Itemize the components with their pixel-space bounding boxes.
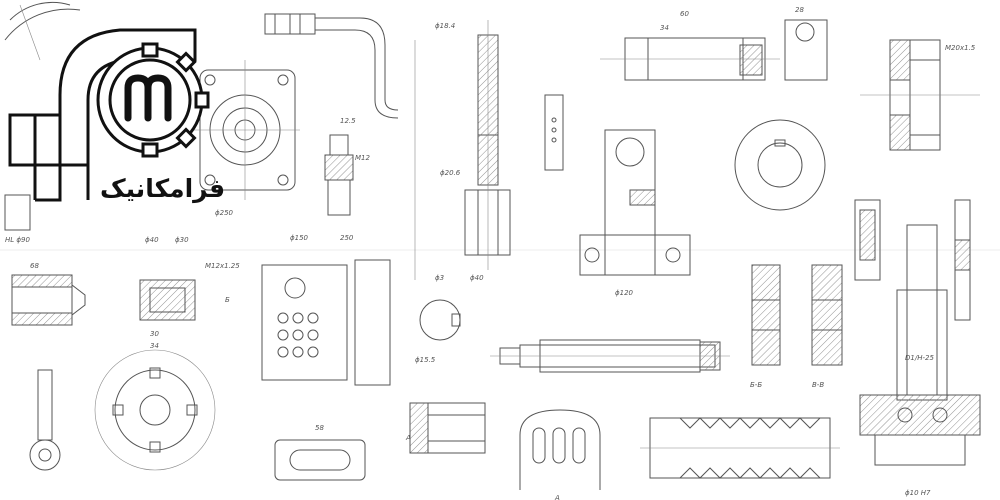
svg-text:34: 34 [150,342,159,350]
svg-text:ϕ150: ϕ150 [290,234,309,242]
small-shaft-right-drawing [854,199,971,321]
bushing-drawing: HL ϕ90 ϕ40 ϕ30 [4,194,189,244]
bracket-drawing: 28 [784,6,828,81]
gear-arc-drawing [4,1,81,61]
svg-text:ϕ18.4: ϕ18.4 [435,22,455,30]
vertical-assembly-drawing: D1/H-25 ϕ10 H7 [859,224,981,497]
gear-icon [96,42,210,158]
svg-text:ϕ3: ϕ3 [435,274,444,282]
framekanik-logo-icon [8,28,210,202]
svg-text:M20x1.5: M20x1.5 [945,44,976,52]
svg-text:34: 34 [660,24,669,32]
label-b: Б [225,296,230,304]
nozzle-drawing: 68 [11,262,86,326]
vertical-shaft-drawing: ϕ18.4 ϕ20.6 ϕ40 [414,20,511,282]
svg-text:12.5: 12.5 [340,117,356,125]
svg-text:D1/H-25: D1/H-25 [905,354,934,362]
svg-text:HL ϕ90: HL ϕ90 [5,236,30,244]
section-label-1: Б-Б [750,381,762,389]
svg-text:M12x1.25: M12x1.25 [205,262,240,270]
gear-section-drawing: Б-Б В-В [750,264,843,389]
svg-text:30: 30 [150,330,159,338]
bearing-flange-drawing: M20x1.5 [860,39,980,151]
pipe-fitting-drawing: A ϕ15.5 [405,356,486,454]
svg-text:ϕ250: ϕ250 [215,209,234,217]
lead-screw-drawing [640,417,840,479]
view-a2-label: A [554,494,560,500]
shaft-section-drawing: ϕ3 [419,274,461,341]
svg-text:ϕ10 H7: ϕ10 H7 [905,489,931,497]
svg-text:250: 250 [340,234,354,242]
triple-cylinder-drawing: A [519,409,601,500]
flange-housing-drawing: ϕ250 [190,60,300,217]
svg-text:60: 60 [680,10,689,18]
long-shaft-drawing [490,339,730,373]
svg-text:58: 58 [315,424,324,432]
view-a-label: A [405,434,411,442]
hose-fitting-drawing [264,13,399,119]
svg-text:ϕ30: ϕ30 [175,236,189,244]
svg-text:68: 68 [30,262,39,270]
svg-text:28: 28 [795,6,804,14]
eye-bolt-drawing [29,369,61,471]
valve-stem-drawing: 12.5 M12 [324,117,370,216]
pedestal-drawing: ϕ120 [579,129,691,297]
cap-drawing: 30 34 M12x1.25 [139,262,240,350]
svg-text:M12: M12 [355,154,370,162]
svg-text:ϕ40: ϕ40 [145,236,159,244]
slot-plate-drawing: 58 [274,424,366,481]
svg-text:ϕ20.6: ϕ20.6 [440,169,461,177]
keyed-wheel-drawing [734,119,826,211]
section-label-2: В-В [812,381,824,389]
svg-text:ϕ120: ϕ120 [615,289,634,297]
brand-wordmark: فرامکانیک [100,174,226,203]
shaft-top-drawing: 60 34 [600,10,780,81]
slotted-disk-drawing [94,349,216,471]
svg-text:ϕ15.5: ϕ15.5 [415,356,436,364]
svg-text:ϕ40: ϕ40 [470,274,484,282]
rod-with-holes-drawing [544,94,564,171]
hole-plate-drawing: ϕ150 250 Б [225,234,391,386]
